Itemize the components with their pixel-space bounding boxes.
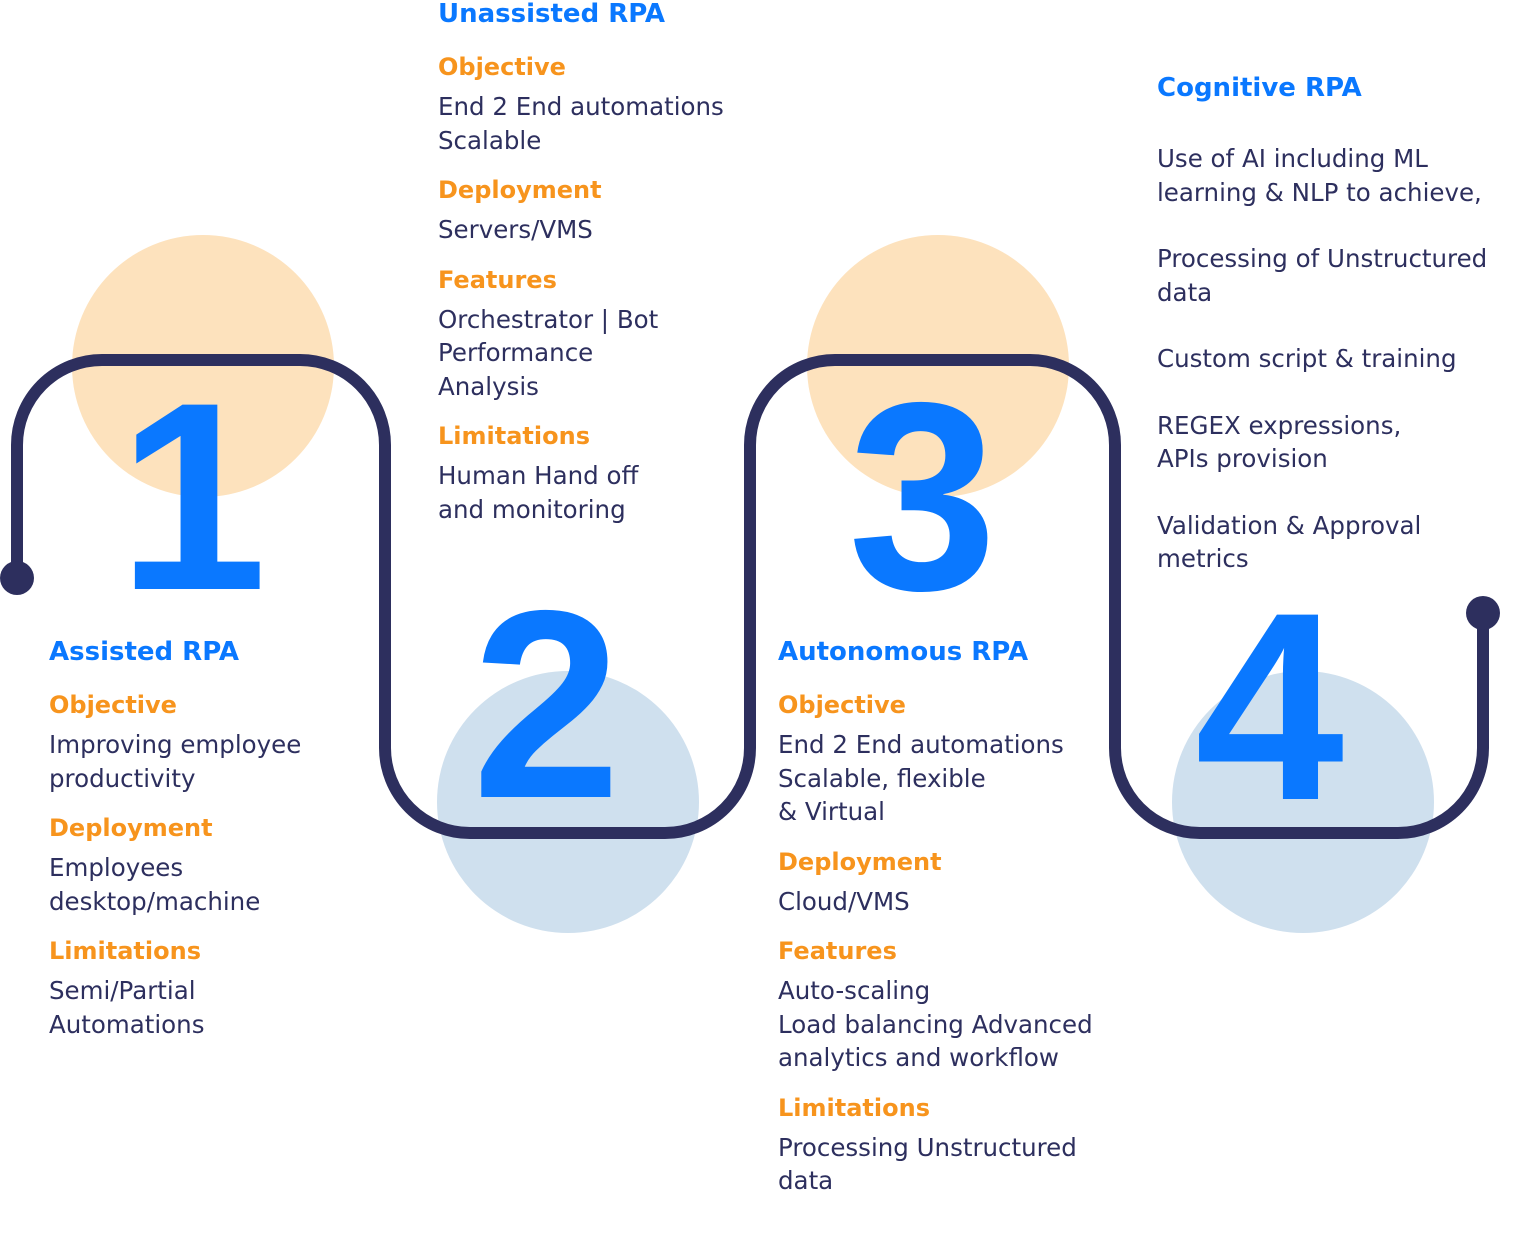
path-start-dot xyxy=(0,561,34,595)
cognitive-item: Use of AI including ML learning & NLP to… xyxy=(1157,144,1482,207)
step-title: Unassisted RPA xyxy=(438,0,666,29)
path-end-dot xyxy=(1466,596,1500,630)
section-text: End 2 End automations Scalable xyxy=(438,92,724,155)
cognitive-item: REGEX expressions, APIs provision xyxy=(1157,410,1402,474)
cognitive-item: Custom script & training xyxy=(1157,344,1457,373)
step-number-4: 4 xyxy=(1195,556,1345,856)
section-text: End 2 End automations Scalable, flexible… xyxy=(778,730,1064,826)
section-text: Employees desktop/machine xyxy=(49,853,261,916)
step-4-block: Cognitive RPA Use of AI including ML lea… xyxy=(1157,72,1487,609)
step-number-1: 1 xyxy=(118,346,268,646)
section-label: Deployment xyxy=(778,847,942,876)
section-label: Features xyxy=(438,265,557,294)
section-text: Processing Unstructured data xyxy=(778,1132,1077,1196)
step-2-block: Unassisted RPA Objective End 2 End autom… xyxy=(438,0,724,544)
step-number-3: 3 xyxy=(848,346,998,646)
connector-path xyxy=(11,354,1489,839)
step-number-2: 2 xyxy=(472,554,622,854)
step-title: Assisted RPA xyxy=(49,637,239,667)
step-title: Cognitive RPA xyxy=(1157,73,1362,103)
step-3-block: Autonomous RPA Objective End 2 End autom… xyxy=(778,636,1093,1216)
step-4-circle xyxy=(1172,671,1434,933)
section-text: Cloud/VMS xyxy=(778,886,910,916)
section-text: Semi/Partial Automations xyxy=(49,976,205,1039)
section-label: Deployment xyxy=(49,814,213,842)
section-label: Limitations xyxy=(438,422,590,450)
section-text: Orchestrator | Bot Performance Analysis xyxy=(438,304,659,401)
section-label: Objective xyxy=(49,691,177,719)
section-label: Objective xyxy=(438,53,566,81)
section-text: Improving employee productivity xyxy=(49,730,302,793)
section-text: Auto-scaling Load balancing Advanced ana… xyxy=(778,976,1093,1072)
step-1-block: Assisted RPA Objective Improving employe… xyxy=(49,636,301,1059)
section-label: Deployment xyxy=(438,176,602,204)
section-label: Limitations xyxy=(49,937,201,965)
section-label: Objective xyxy=(778,691,906,719)
step-2-circle xyxy=(437,671,699,933)
section-text: Human Hand off and monitoring xyxy=(438,461,639,524)
section-text: Servers/VMS xyxy=(438,215,593,244)
cognitive-item: Validation & Approval metrics xyxy=(1157,510,1422,574)
section-label: Limitations xyxy=(778,1093,930,1122)
step-title: Autonomous RPA xyxy=(778,637,1029,667)
cognitive-item: Processing of Unstructured data xyxy=(1157,244,1488,307)
section-label: Features xyxy=(778,937,897,965)
